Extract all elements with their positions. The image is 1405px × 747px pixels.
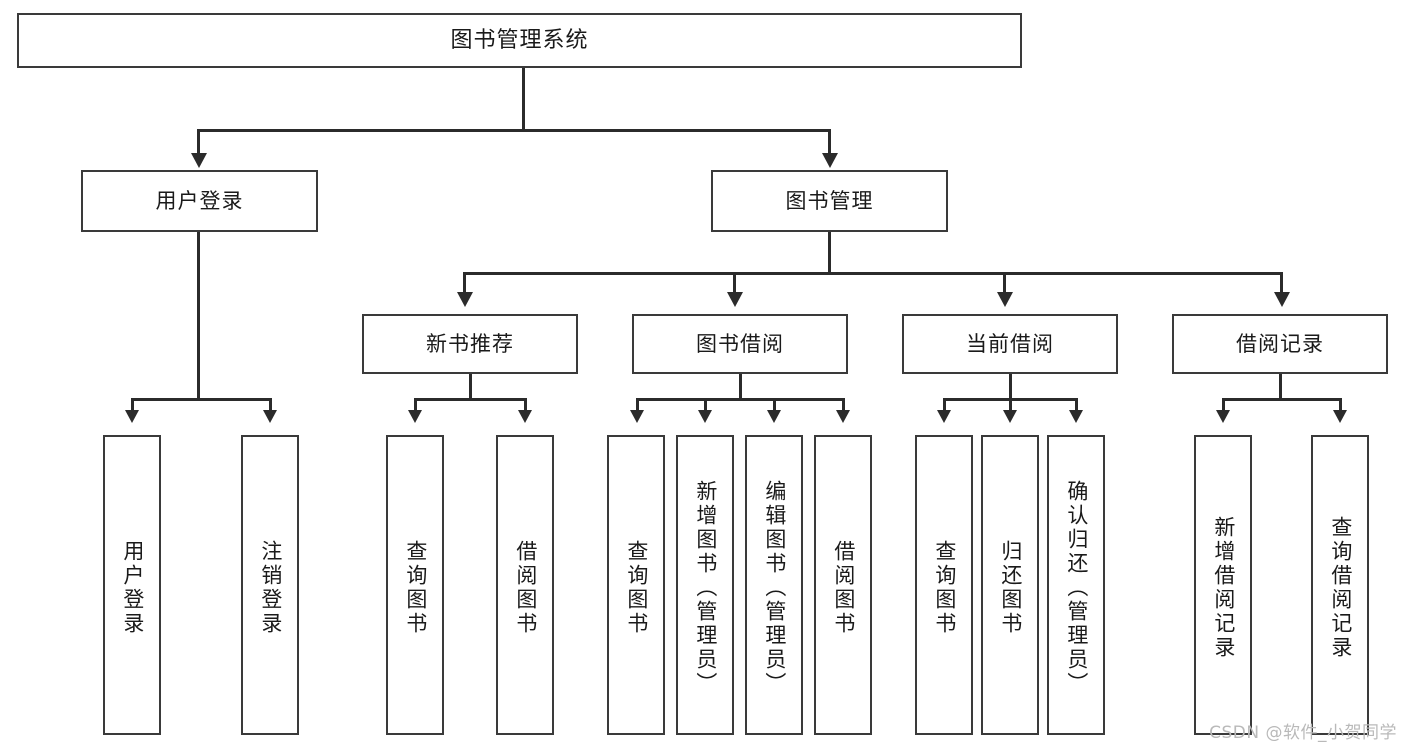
arrowhead-leaf-return-book xyxy=(1003,410,1017,423)
node-label: 查询图书 xyxy=(932,540,957,636)
connector-book-manage-stem xyxy=(828,232,831,274)
connector-root-stem xyxy=(522,68,525,130)
node-label: 编辑图书（管理员） xyxy=(762,480,787,696)
connector-bb-drop-1 xyxy=(636,398,639,412)
node-label: 归还图书 xyxy=(998,540,1023,636)
arrowhead-leaf-edit-book xyxy=(767,410,781,423)
leaf-borrow-book-1[interactable]: 借阅图书 xyxy=(496,435,554,735)
arrowhead-current-borrow xyxy=(997,292,1013,307)
arrowhead-leaf-query-record xyxy=(1333,410,1347,423)
arrowhead-book-borrow xyxy=(727,292,743,307)
leaf-query-book-1[interactable]: 查询图书 xyxy=(386,435,444,735)
arrowhead-user-login xyxy=(191,153,207,168)
node-label: 借阅图书 xyxy=(513,540,538,636)
connector-borrow-record-stem xyxy=(1279,374,1282,400)
node-label: 借阅记录 xyxy=(1236,331,1324,356)
node-label: 图书管理系统 xyxy=(450,27,589,53)
node-label: 借阅图书 xyxy=(831,540,856,636)
connector-cb-drop-1 xyxy=(943,398,946,412)
node-label: 用户登录 xyxy=(120,540,145,636)
connector-bb-drop-4 xyxy=(842,398,845,412)
node-borrow-record[interactable]: 借阅记录 xyxy=(1172,314,1388,374)
node-current-borrow[interactable]: 当前借阅 xyxy=(902,314,1118,374)
node-label: 当前借阅 xyxy=(966,331,1054,356)
node-label: 图书借阅 xyxy=(696,331,784,356)
node-label: 确认归还（管理员） xyxy=(1064,480,1089,696)
connector-level3-bus xyxy=(463,272,1283,275)
node-label: 新增借阅记录 xyxy=(1211,516,1236,660)
node-label: 查询借阅记录 xyxy=(1328,516,1353,660)
node-label: 查询图书 xyxy=(624,540,649,636)
arrowhead-leaf-query-book-2 xyxy=(630,410,644,423)
connector-cb-drop-3 xyxy=(1075,398,1078,412)
node-root-system[interactable]: 图书管理系统 xyxy=(17,13,1022,68)
connector-to-new-book xyxy=(463,272,466,293)
leaf-query-book-3[interactable]: 查询图书 xyxy=(915,435,973,735)
connector-to-book-manage xyxy=(828,129,831,155)
arrowhead-leaf-confirm-return xyxy=(1069,410,1083,423)
connector-to-book-borrow xyxy=(733,272,736,293)
connector-cb-drop-2 xyxy=(1009,398,1012,412)
arrowhead-new-book-recommend xyxy=(457,292,473,307)
connector-to-user-login xyxy=(197,129,200,155)
leaf-confirm-return[interactable]: 确认归还（管理员） xyxy=(1047,435,1105,735)
csdn-watermark: CSDN @软件_小贺同学 xyxy=(1209,723,1397,743)
node-label: 用户登录 xyxy=(155,188,244,213)
connector-borrow-record-bus xyxy=(1222,398,1342,401)
connector-current-borrow-stem xyxy=(1009,374,1012,400)
leaf-add-book[interactable]: 新增图书（管理员） xyxy=(676,435,734,735)
connector-user-login-bus xyxy=(131,398,272,401)
node-book-manage[interactable]: 图书管理 xyxy=(711,170,948,232)
connector-user-login-left-drop xyxy=(131,398,134,412)
node-label: 查询图书 xyxy=(403,540,428,636)
node-label: 图书管理 xyxy=(785,188,874,213)
node-user-login[interactable]: 用户登录 xyxy=(81,170,318,232)
connector-br-drop-2 xyxy=(1339,398,1342,412)
connector-new-book-bus xyxy=(414,398,527,401)
arrowhead-leaf-add-book xyxy=(698,410,712,423)
connector-user-login-right-drop xyxy=(269,398,272,412)
node-book-borrow[interactable]: 图书借阅 xyxy=(632,314,848,374)
arrowhead-leaf-borrow-book-2 xyxy=(836,410,850,423)
leaf-query-record[interactable]: 查询借阅记录 xyxy=(1311,435,1369,735)
connector-book-borrow-stem xyxy=(739,374,742,400)
connector-br-drop-1 xyxy=(1222,398,1225,412)
leaf-query-book-2[interactable]: 查询图书 xyxy=(607,435,665,735)
connector-new-book-left-drop xyxy=(414,398,417,412)
connector-book-borrow-bus xyxy=(636,398,845,401)
arrowhead-book-manage xyxy=(822,153,838,168)
connector-new-book-stem xyxy=(469,374,472,400)
leaf-edit-book[interactable]: 编辑图书（管理员） xyxy=(745,435,803,735)
connector-user-login-stem xyxy=(197,232,200,400)
connector-new-book-right-drop xyxy=(524,398,527,412)
arrowhead-leaf-user-logout xyxy=(263,410,277,423)
connector-bb-drop-3 xyxy=(773,398,776,412)
connector-to-current-borrow xyxy=(1003,272,1006,293)
arrowhead-leaf-query-book-1 xyxy=(408,410,422,423)
leaf-add-record[interactable]: 新增借阅记录 xyxy=(1194,435,1252,735)
arrowhead-borrow-record xyxy=(1274,292,1290,307)
leaf-user-logout[interactable]: 注销登录 xyxy=(241,435,299,735)
arrowhead-leaf-query-book-3 xyxy=(937,410,951,423)
leaf-borrow-book-2[interactable]: 借阅图书 xyxy=(814,435,872,735)
connector-root-bus xyxy=(197,129,831,132)
connector-bb-drop-2 xyxy=(704,398,707,412)
leaf-user-login[interactable]: 用户登录 xyxy=(103,435,161,735)
connector-to-borrow-record xyxy=(1280,272,1283,293)
leaf-return-book[interactable]: 归还图书 xyxy=(981,435,1039,735)
node-label: 新书推荐 xyxy=(426,331,514,356)
arrowhead-leaf-add-record xyxy=(1216,410,1230,423)
node-label: 注销登录 xyxy=(258,540,283,636)
node-label: 新增图书（管理员） xyxy=(693,480,718,696)
arrowhead-leaf-user-login xyxy=(125,410,139,423)
node-new-book-recommend[interactable]: 新书推荐 xyxy=(362,314,578,374)
arrowhead-leaf-borrow-book-1 xyxy=(518,410,532,423)
